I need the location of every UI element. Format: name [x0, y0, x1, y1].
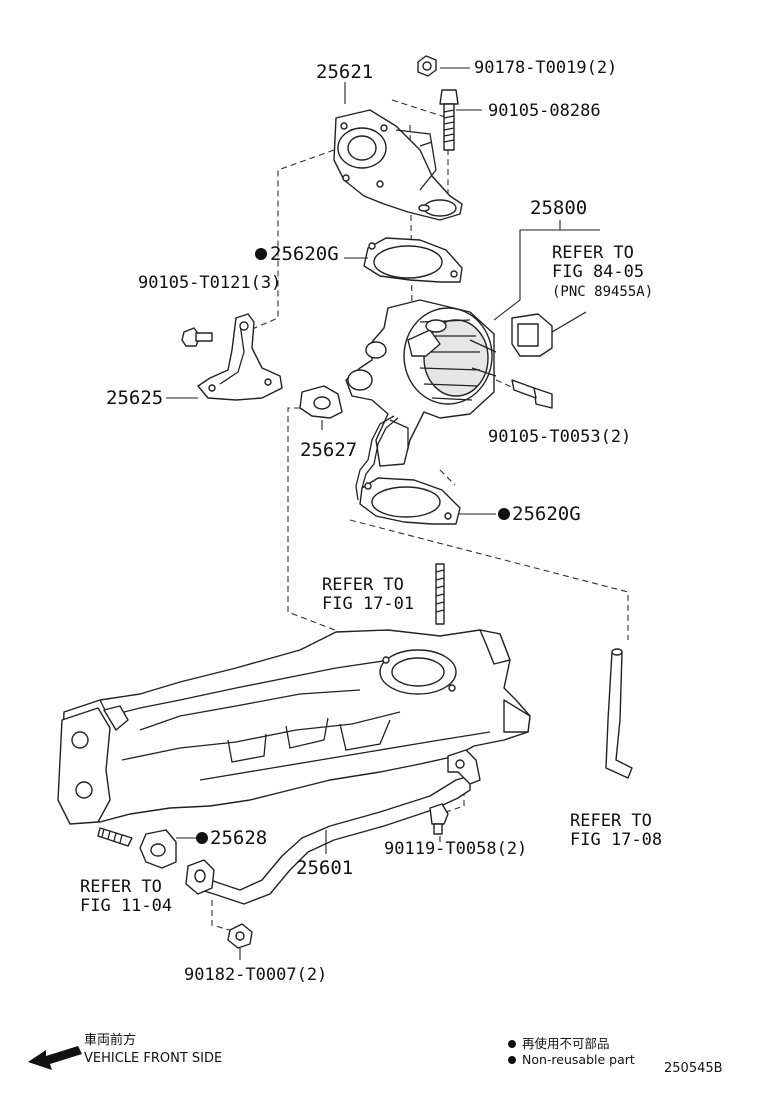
label-90105-08286: 90105-08286 [488, 101, 601, 121]
label-25628: 25628 [210, 827, 267, 849]
hose-17-08-icon [605, 648, 633, 779]
non-reusable-marker-icon [498, 508, 510, 520]
label-refer-11-04-line1: REFER TO [80, 877, 162, 897]
bolt-90105-t0053-icon [511, 379, 553, 409]
label-25620g-top: 25620G [270, 243, 339, 265]
footer: 車両前方 VEHICLE FRONT SIDE 再使用不可部品 Non-reus… [28, 1032, 723, 1076]
bolt-90119-icon [429, 803, 449, 835]
label-25601: 25601 [296, 857, 353, 879]
non-reusable-legend-dot-icon [508, 1040, 516, 1048]
stud-11-04-icon [97, 827, 133, 847]
part-25601-pipe [185, 749, 481, 905]
stud-17-01-icon [435, 563, 445, 625]
label-25627: 25627 [300, 439, 357, 461]
nut-90182-icon [227, 923, 253, 949]
gasket-25627-icon [299, 385, 343, 419]
leader-lines [166, 67, 600, 960]
bolt-90105-08286-icon [439, 89, 459, 151]
callout-labels: 25621 90178-T0019(2) 90105-08286 25800 R… [80, 58, 662, 985]
label-refer-11-04-line2: FIG 11-04 [80, 896, 172, 916]
non-reusable-marker-icon [255, 248, 267, 260]
nut-90178-icon [417, 55, 437, 77]
diagram-ref-code: 250545B [664, 1061, 723, 1076]
connector-89455a-icon [511, 311, 587, 357]
label-90105-t0121: 90105-T0121(3) [138, 273, 281, 293]
vehicle-front-en: VEHICLE FRONT SIDE [84, 1051, 222, 1066]
label-90119-t0058: 90119-T0058(2) [384, 839, 527, 859]
part-25625-bracket [197, 313, 283, 401]
label-refer-17-08-line2: FIG 17-08 [570, 830, 662, 850]
label-refer-84-05-line1: REFER TO [552, 243, 634, 263]
label-refer-84-05-line2: FIG 84-05 [552, 262, 644, 282]
intake-manifold [57, 629, 531, 825]
non-reusable-jp: 再使用不可部品 [522, 1036, 610, 1051]
non-reusable-en: Non-reusable part [522, 1052, 635, 1067]
label-25800: 25800 [530, 197, 587, 219]
gasket-25628-icon [139, 829, 177, 869]
gasket-25620g-bottom-icon [359, 477, 461, 525]
label-25621: 25621 [316, 61, 373, 83]
label-refer-17-01-line2: FIG 17-01 [322, 594, 414, 614]
label-25625: 25625 [106, 387, 163, 409]
part-25621-elbow [333, 109, 463, 221]
label-90178-t0019: 90178-T0019(2) [474, 58, 617, 78]
part-25800-egr-valve [345, 299, 497, 501]
label-90182-t0007: 90182-T0007(2) [184, 965, 327, 985]
bolt-90105-t0121-icon [181, 327, 213, 347]
label-refer-17-01-line1: REFER TO [322, 575, 404, 595]
vehicle-front-arrow-icon [28, 1046, 82, 1070]
vehicle-front-jp: 車両前方 [84, 1032, 136, 1048]
gasket-25620g-top-icon [363, 237, 463, 283]
label-refer-84-05-line3: (PNC 89455A) [552, 284, 653, 300]
label-90105-t0053: 90105-T0053(2) [488, 427, 631, 447]
non-reusable-marker-icon [196, 832, 208, 844]
non-reusable-legend-dot-icon [508, 1056, 516, 1064]
label-25620g-bottom: 25620G [512, 503, 581, 525]
label-refer-17-08-line1: REFER TO [570, 811, 652, 831]
